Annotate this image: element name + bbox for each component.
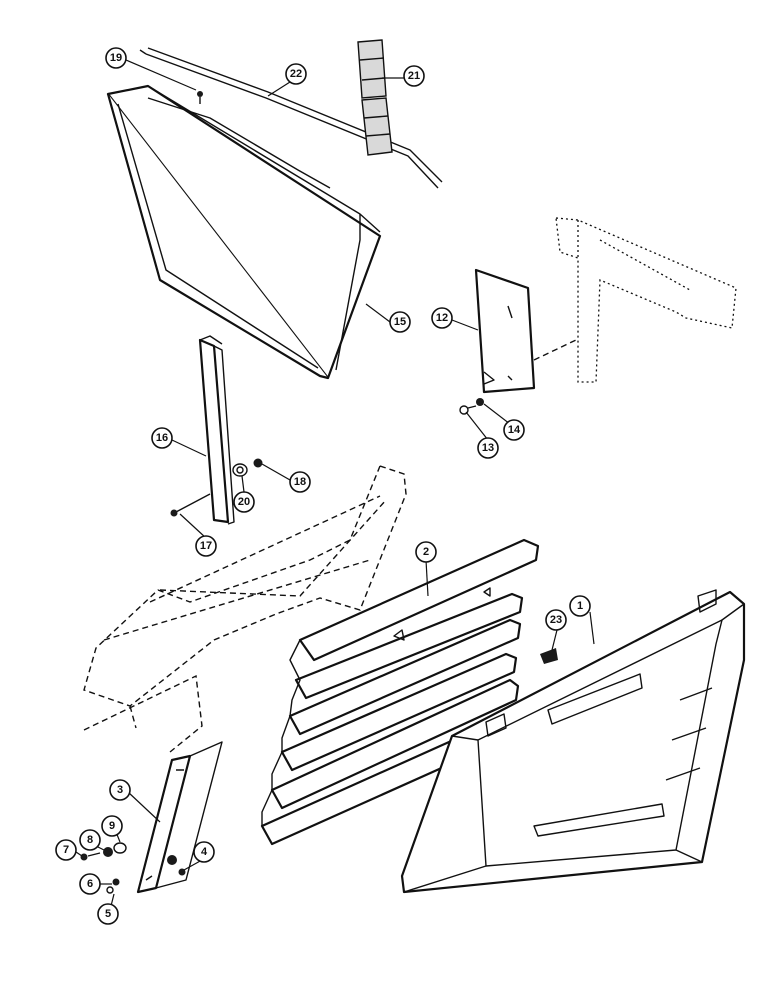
svg-text:22: 22 <box>290 68 302 80</box>
callout-14: 14 <box>503 419 525 441</box>
svg-text:19: 19 <box>110 52 122 64</box>
front-grille-frame <box>400 589 746 894</box>
callout-17: 17 <box>195 535 217 557</box>
hardware-fasteners <box>80 842 186 894</box>
callout-21: 21 <box>403 65 425 87</box>
svg-text:6: 6 <box>87 878 93 890</box>
svg-text:1: 1 <box>577 600 583 612</box>
callout-3: 3 <box>109 779 131 801</box>
svg-text:14: 14 <box>508 424 521 436</box>
callout-5: 5 <box>97 903 119 925</box>
svg-text:13: 13 <box>482 442 494 454</box>
callout-7: 7 <box>55 839 77 861</box>
retaining-clip <box>540 648 558 664</box>
svg-text:3: 3 <box>117 784 123 796</box>
svg-text:8: 8 <box>87 834 93 846</box>
callout-19: 19 <box>105 47 127 69</box>
svg-text:20: 20 <box>238 496 250 508</box>
lower-mounting-bracket <box>136 741 223 894</box>
side-plate <box>474 268 536 394</box>
callout-23: 23 <box>545 609 567 631</box>
callout-4: 4 <box>193 841 215 863</box>
foam-seals <box>357 39 393 156</box>
mounting-frame-reference <box>533 217 737 383</box>
callout-2: 2 <box>415 541 437 563</box>
svg-text:12: 12 <box>436 312 448 324</box>
louver-grille <box>260 538 540 846</box>
upper-panel <box>106 84 382 380</box>
callout-22: 22 <box>285 63 307 85</box>
svg-text:5: 5 <box>105 908 111 920</box>
svg-text:9: 9 <box>109 820 115 832</box>
callout-12: 12 <box>431 307 453 329</box>
bolt-17 <box>170 493 211 517</box>
svg-text:17: 17 <box>200 540 212 552</box>
callout-13: 13 <box>477 437 499 459</box>
callout-6: 6 <box>79 873 101 895</box>
top-seal-strip <box>139 47 443 189</box>
lower-frame-reference <box>83 465 407 753</box>
svg-text:16: 16 <box>156 432 168 444</box>
svg-text:7: 7 <box>63 844 69 856</box>
callout-15: 15 <box>389 311 411 333</box>
small-screw <box>197 91 203 104</box>
washer-and-nut <box>232 458 263 477</box>
callout-9: 9 <box>101 815 123 837</box>
callout-16: 16 <box>151 427 173 449</box>
screw-and-washer <box>459 398 484 415</box>
svg-text:18: 18 <box>294 476 306 488</box>
svg-text:15: 15 <box>394 316 406 328</box>
svg-text:21: 21 <box>408 70 420 82</box>
callout-20: 20 <box>233 491 255 513</box>
leader-lines <box>75 59 595 911</box>
svg-text:4: 4 <box>201 846 208 858</box>
svg-text:2: 2 <box>423 546 429 558</box>
callout-1: 1 <box>569 595 591 617</box>
svg-text:23: 23 <box>550 614 562 626</box>
callout-18: 18 <box>289 471 311 493</box>
callout-8: 8 <box>79 829 101 851</box>
support-bracket <box>198 335 235 525</box>
